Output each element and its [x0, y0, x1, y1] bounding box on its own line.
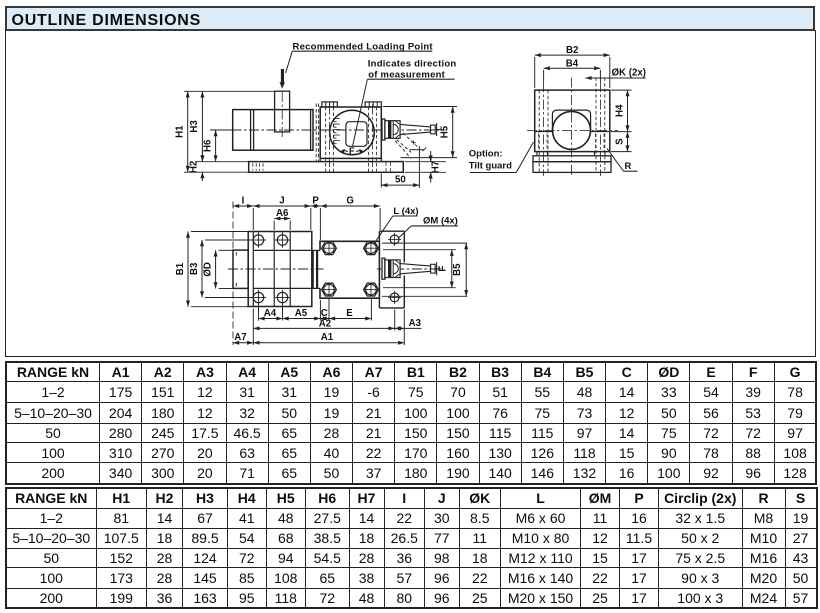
- svg-text:H6: H6: [202, 139, 213, 152]
- svg-text:R: R: [625, 161, 632, 172]
- svg-text:F: F: [349, 146, 355, 156]
- svg-text:Recommended Loading Point: Recommended Loading Point: [293, 41, 434, 52]
- svg-text:B3: B3: [189, 262, 200, 275]
- svg-text:ØK (2x): ØK (2x): [612, 68, 646, 79]
- svg-text:ØM (4x): ØM (4x): [423, 216, 458, 227]
- svg-text:H5: H5: [440, 125, 451, 138]
- svg-text:P: P: [312, 195, 319, 206]
- svg-text:H4: H4: [614, 104, 625, 117]
- svg-text:Tilt guard: Tilt guard: [469, 160, 512, 171]
- svg-text:E: E: [346, 308, 353, 319]
- svg-text:x: x: [410, 139, 418, 147]
- svg-text:S: S: [614, 138, 625, 145]
- svg-text:A1: A1: [321, 332, 334, 343]
- svg-text:B2: B2: [566, 45, 578, 56]
- svg-text:A2: A2: [319, 319, 331, 330]
- svg-text:of measurement: of measurement: [368, 69, 445, 80]
- svg-text:H3: H3: [189, 120, 200, 133]
- svg-text:I: I: [242, 195, 245, 206]
- svg-text:A5: A5: [295, 308, 308, 319]
- svg-text:B4: B4: [566, 58, 579, 69]
- svg-text:B5: B5: [452, 263, 463, 276]
- svg-text:Indicates direction: Indicates direction: [368, 58, 457, 69]
- svg-text:L (4x): L (4x): [393, 206, 418, 217]
- svg-text:C: C: [321, 308, 328, 319]
- svg-text:A4: A4: [264, 308, 277, 319]
- svg-text:A3: A3: [409, 318, 422, 329]
- svg-text:F: F: [438, 266, 449, 272]
- svg-text:B1: B1: [175, 262, 186, 275]
- svg-text:H1: H1: [175, 125, 186, 138]
- svg-text:ØD: ØD: [202, 262, 213, 277]
- svg-text:J: J: [279, 195, 284, 206]
- svg-text:A6: A6: [276, 208, 289, 219]
- svg-text:G: G: [346, 195, 354, 206]
- svg-text:Option:: Option:: [469, 148, 503, 159]
- svg-text:H2: H2: [189, 161, 200, 173]
- svg-text:50: 50: [395, 174, 406, 185]
- svg-text:H7: H7: [431, 161, 442, 173]
- svg-text:A7: A7: [234, 332, 246, 343]
